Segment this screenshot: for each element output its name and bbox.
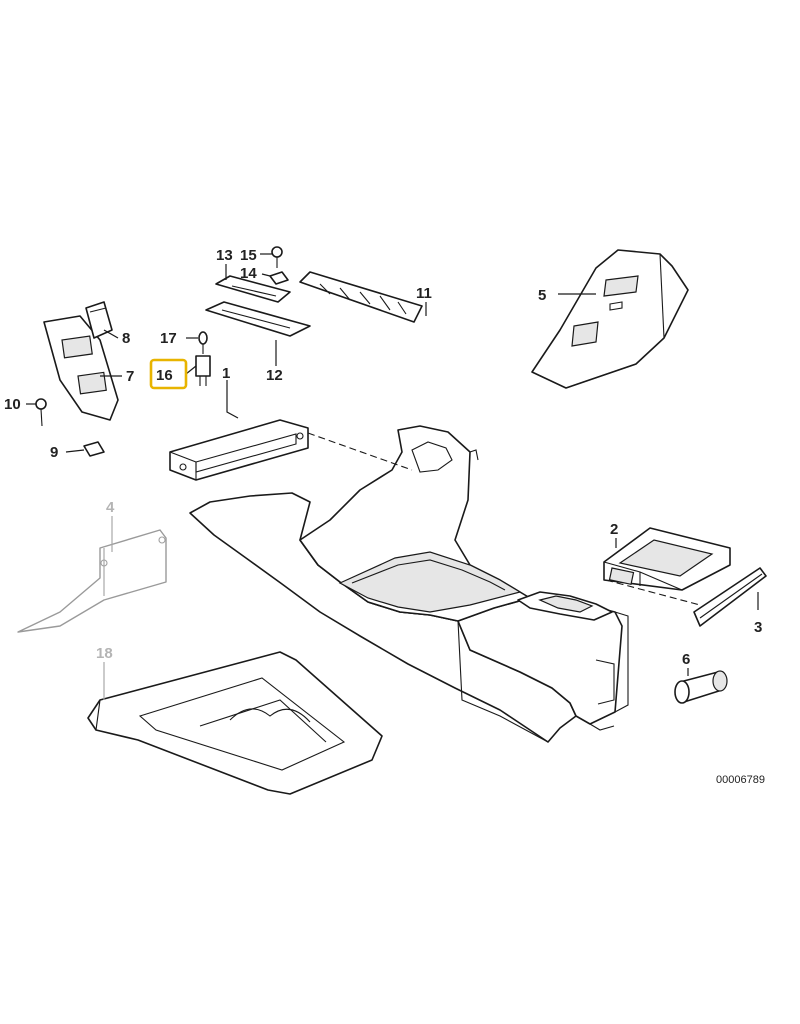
part-11-strip [299, 271, 423, 323]
callout-16: 16 [156, 367, 173, 384]
part-10-screw [35, 398, 47, 427]
center-console [189, 425, 629, 743]
part-9-clip [83, 441, 105, 457]
callout-5: 5 [538, 287, 546, 304]
callout-12: 12 [266, 367, 283, 384]
leader-9 [65, 449, 85, 453]
part-18-lower-trim [87, 651, 383, 795]
callout-6: 6 [682, 651, 690, 668]
callout-15: 15 [240, 247, 257, 264]
part-3-trim-strip [693, 567, 767, 627]
callout-11: 11 [416, 285, 432, 302]
part-4-side-panel [17, 529, 167, 633]
callout-3: 3 [754, 619, 762, 636]
part-7-bracket [43, 315, 119, 421]
part-16-socket [195, 355, 211, 386]
part-1-tray [169, 419, 309, 481]
callout-14: 14 [240, 265, 257, 282]
callout-10: 10 [4, 396, 21, 413]
callout-7: 7 [126, 368, 134, 385]
part-17-bulb [198, 331, 208, 354]
alignment-line-1 [307, 432, 413, 471]
part-6-bushing [674, 670, 728, 704]
part-13-plate [215, 275, 291, 303]
part-12-frame [205, 301, 311, 337]
callout-8: 8 [122, 330, 130, 347]
highlight-box-16 [149, 358, 188, 390]
callout-18: 18 [96, 645, 113, 662]
part-15-screw [271, 246, 283, 268]
callout-1: 1 [222, 365, 230, 382]
alignment-line-3 [605, 579, 701, 606]
part-14-clip [269, 271, 289, 285]
callout-13: 13 [216, 247, 233, 264]
part-5-trim-cover [531, 249, 689, 389]
callout-4: 4 [106, 499, 115, 516]
callout-9: 9 [50, 444, 58, 461]
callout-17: 17 [160, 330, 177, 347]
leader-16 [185, 365, 197, 375]
reference-number: 00006789 [716, 774, 765, 786]
leader-8 [103, 329, 119, 339]
callout-2: 2 [610, 521, 618, 538]
part-2-tray [603, 527, 731, 591]
leader-14 [261, 273, 271, 277]
leader-1 [226, 380, 239, 419]
part-8-cover [85, 301, 113, 339]
